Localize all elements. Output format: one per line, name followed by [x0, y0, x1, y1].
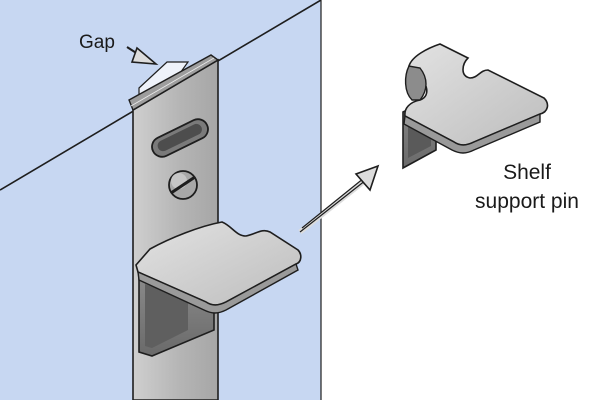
pin-back-curl — [404, 65, 427, 101]
pointer-arrow-icon — [298, 164, 380, 234]
shelf-support-pin-label-line1: Shelf — [503, 161, 551, 184]
screw-slot — [170, 175, 196, 195]
mounted-pin-front-rim — [137, 262, 299, 314]
gap-label: Gap — [79, 32, 115, 53]
strip-top-lip-edge — [130, 57, 215, 107]
gap-arrow-icon — [126, 46, 159, 66]
strip-slot-inner — [157, 123, 202, 152]
mounted-pin-face-shade — [145, 284, 188, 348]
shelf-support-pin-label-line2: support pin — [475, 190, 579, 213]
shelf-support-pin-label: Shelf support pin — [462, 158, 592, 216]
pin-top-plate — [404, 43, 549, 146]
pin-top-plate-rim — [403, 112, 541, 154]
